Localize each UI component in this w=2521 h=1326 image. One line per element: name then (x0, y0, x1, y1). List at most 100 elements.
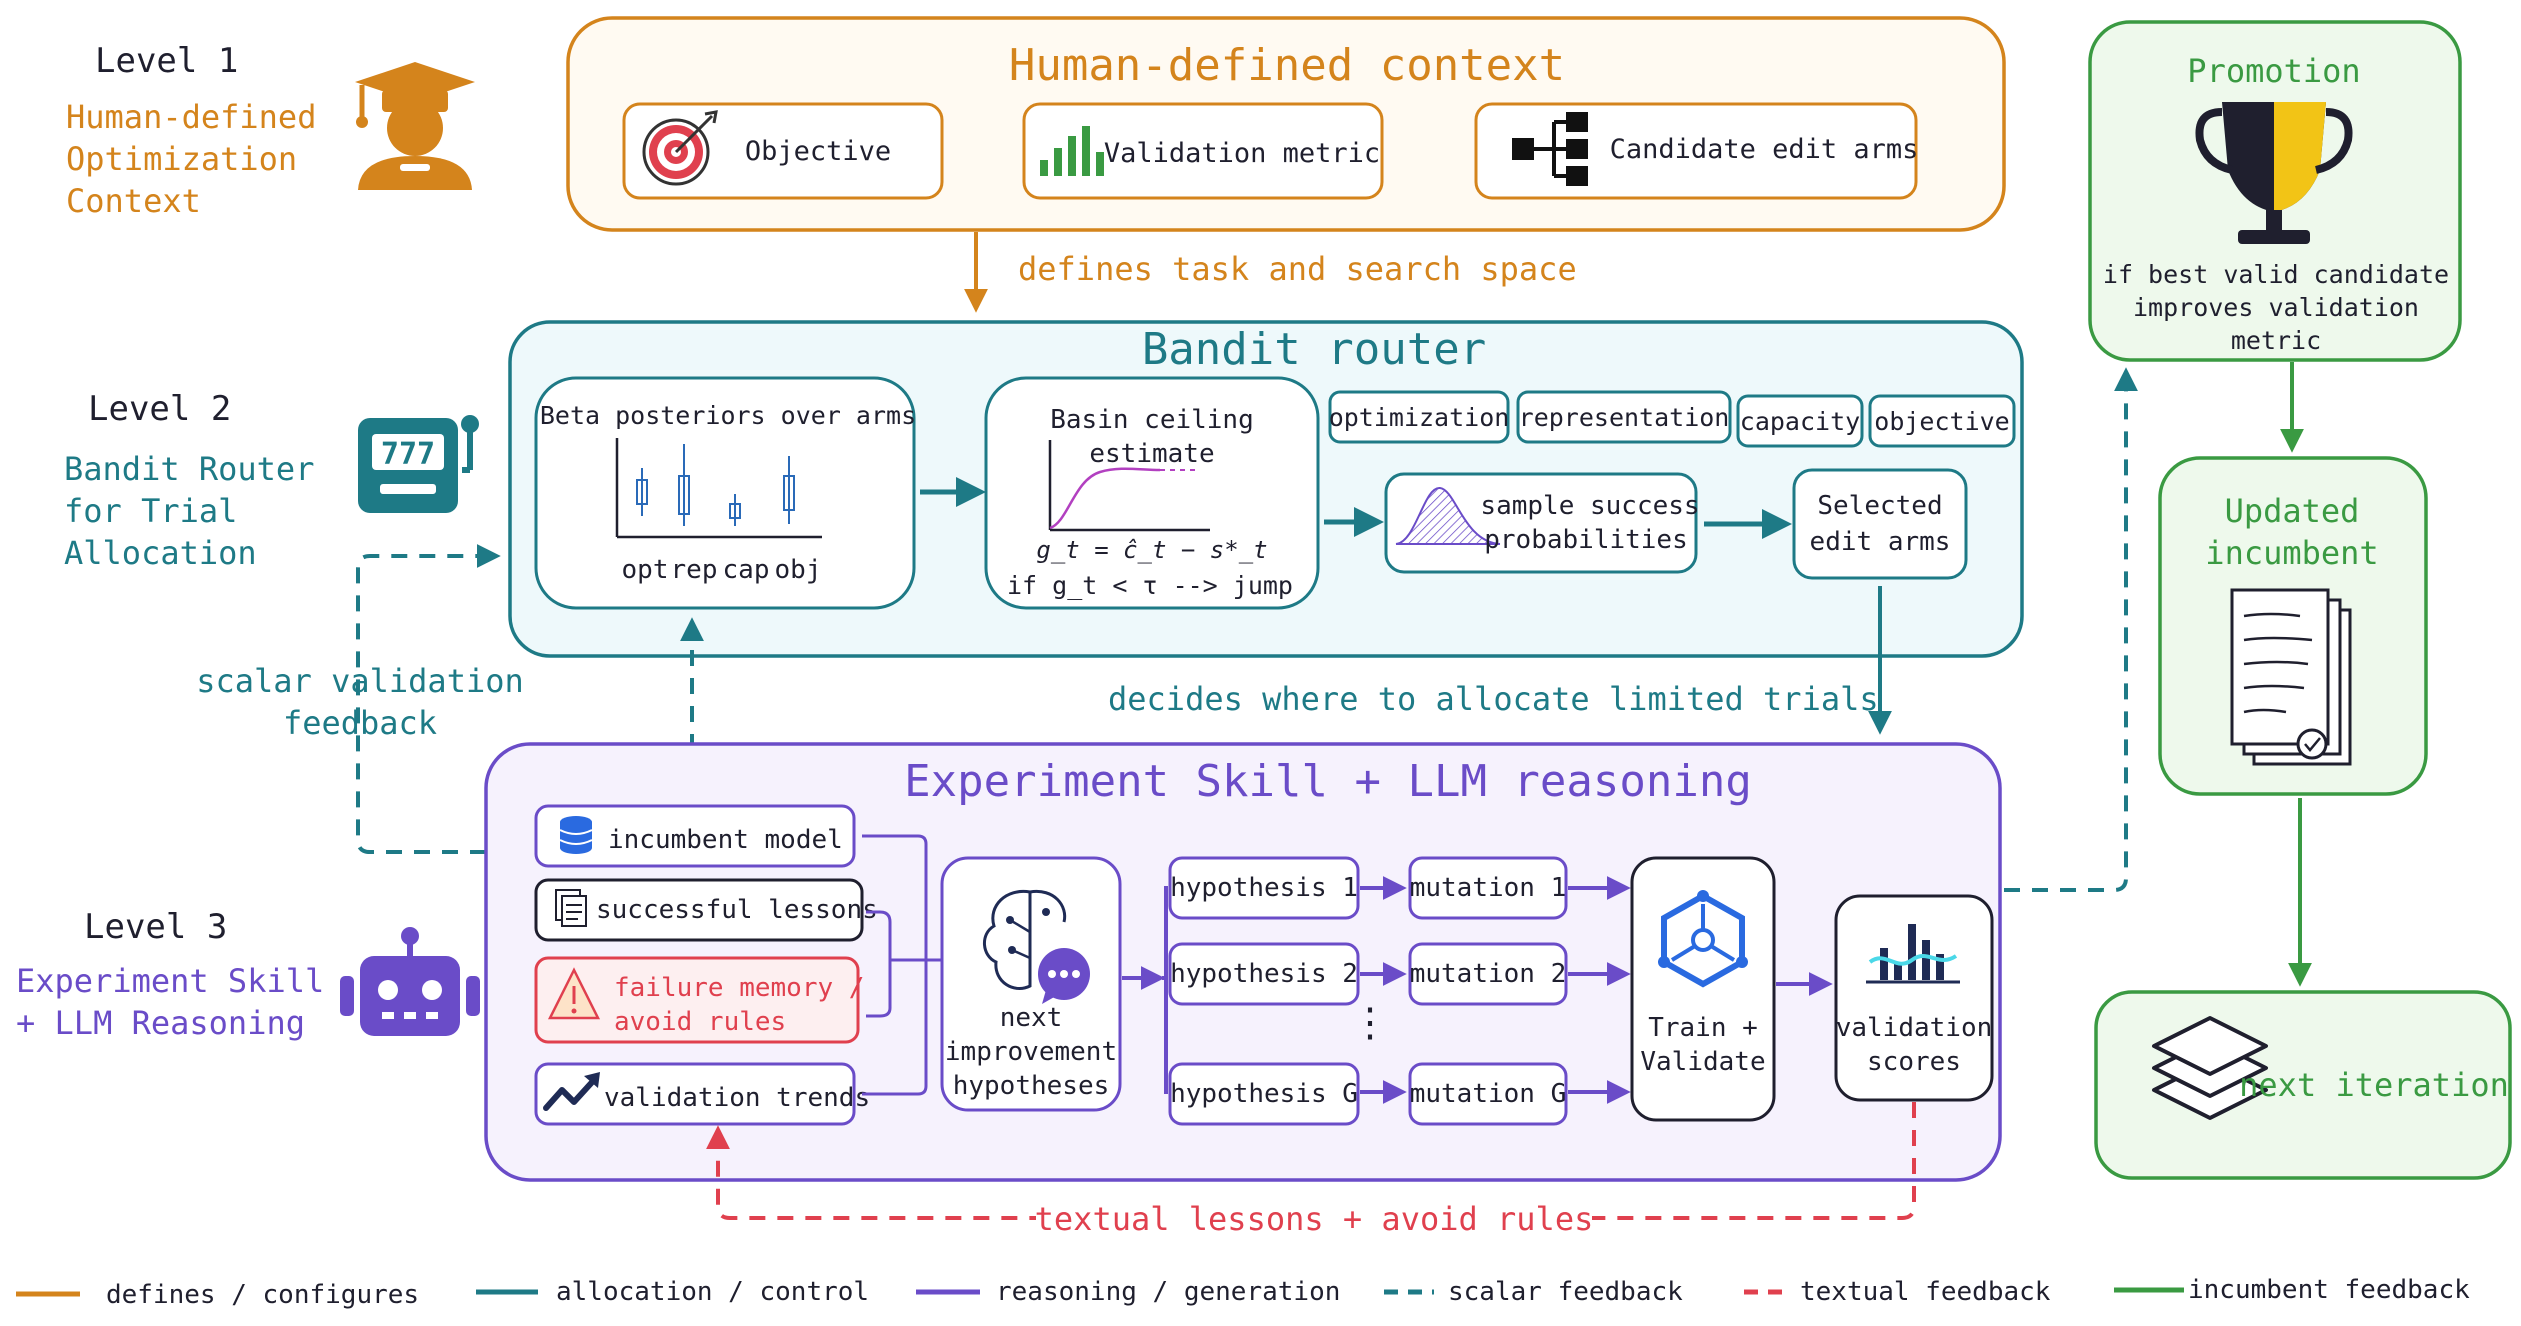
next-iteration-card: next iteration (2094, 990, 2512, 1180)
basin-title-line-2: estimate (1089, 439, 1214, 469)
level-1-desc-line-3: Context (66, 182, 201, 220)
arm-tag-objective (1868, 394, 2016, 448)
hypothesis-box (1168, 942, 1360, 1006)
legend-item-scalar: scalar feedback (1384, 1277, 1683, 1307)
context-item-label: Validation metric (1104, 138, 1380, 169)
selected-edit-arms-card: Selected edit arms (1792, 468, 1968, 580)
level-1-label: Level 1 Human-defined Optimization Conte… (66, 41, 316, 220)
level-1-title: Level 1 (95, 41, 238, 81)
hypothesis-ellipsis: ⋮ (1350, 1000, 1390, 1046)
hypothesis-row-1: hypothesis 1 mutation 1 (1168, 856, 1631, 920)
hypothesis-label: hypothesis 1 (1170, 873, 1358, 903)
trophy-icon (2195, 102, 2353, 244)
incumbent-title-line-1: Updated (2225, 492, 2360, 530)
scalar-feedback-line-2: feedback (283, 704, 437, 742)
hypothesis-label: hypothesis 2 (1170, 959, 1358, 989)
promotion-desc-line-1: if best valid candidate (2103, 260, 2449, 289)
textual-feedback-label: textual lessons + avoid rules (1035, 1200, 1594, 1238)
level-2-label: Level 2 Bandit Router for Trial Allocati… (64, 389, 314, 572)
scores-line-2: scores (1867, 1047, 1961, 1077)
arm-tag-representation (1516, 390, 1732, 444)
mutation-box (1408, 1062, 1568, 1126)
train-line-1: Train + (1648, 1013, 1758, 1043)
score-chart-icon (1866, 924, 1960, 984)
input-label: validation trends (604, 1083, 870, 1113)
network-hexagon-icon (1658, 890, 1748, 988)
trend-up-icon (543, 1072, 600, 1111)
sample-success-line-2: probabilities (1484, 525, 1688, 555)
legend-label: incumbent feedback (2188, 1275, 2470, 1305)
beta-posteriors-card: Beta posteriors over arms opt rep cap ob… (534, 376, 916, 610)
legend-item-textual: textual feedback (1744, 1277, 2051, 1307)
mutation-box (1408, 856, 1568, 920)
level-2-desc-line-1: Bandit Router (64, 450, 314, 488)
arm-tag-label: optimization (1329, 403, 1510, 432)
selected-line-2: edit arms (1810, 527, 1951, 557)
slot-machine-icon: 777 (358, 415, 479, 513)
level-3-desc-line-1: Experiment Skill (16, 962, 324, 1000)
beta-axis-label: rep (671, 555, 718, 585)
level-2-desc-line-3: Allocation (64, 534, 257, 572)
level-1-desc-line-1: Human-defined (66, 98, 316, 136)
hypotheses-branch (1122, 886, 1168, 1094)
level-1-desc-line-2: Optimization (66, 140, 297, 178)
router-title: Bandit router (1142, 324, 1486, 375)
incumbent-card: Updated incumbent (2158, 456, 2428, 796)
scalar-feedback-line-1: scalar validation (196, 662, 524, 700)
hypothesis-box (1168, 856, 1360, 920)
promotion-card: Promotion if best valid candidate improv… (2088, 20, 2462, 362)
graduate-icon (355, 62, 475, 190)
hypotheses-node: next improvement hypotheses (940, 856, 1122, 1112)
incumbent-title-line-2: incumbent (2205, 534, 2378, 572)
beta-axis-label: cap (723, 555, 770, 585)
layers-icon (2152, 1016, 2268, 1120)
hypothesis-label: hypothesis G (1170, 1079, 1358, 1109)
legend-label: scalar feedback (1448, 1277, 1683, 1307)
legend-label: textual feedback (1800, 1277, 2051, 1307)
arm-tag-optimization (1328, 390, 1510, 444)
arm-tag-label: capacity (1740, 407, 1860, 436)
arm-tag-label: representation (1519, 403, 1730, 432)
level-2-desc-line-2: for Trial (64, 492, 237, 530)
sample-success-card: sample success probabilities (1384, 472, 1700, 574)
warning-icon (547, 967, 601, 1020)
context-title: Human-defined context (1009, 40, 1565, 91)
input-label: failure memory / (614, 973, 864, 1003)
arm-tags: optimization representation capacity obj… (1328, 390, 2016, 448)
legend: defines / configures allocation / contro… (16, 1275, 2470, 1310)
basin-ceiling-card: Basin ceiling estimate g_t = ĉ_t − s*_t … (984, 376, 1320, 610)
legend-item-reasoning: reasoning / generation (916, 1277, 1340, 1307)
beta-posteriors-title: Beta posteriors over arms (540, 401, 916, 430)
mutation-label: mutation 2 (1410, 959, 1567, 989)
input-label: successful lessons (596, 895, 878, 925)
input-label-line-2: avoid rules (614, 1007, 786, 1037)
database-icon (559, 816, 593, 854)
basin-title-line-1: Basin ceiling (1050, 405, 1254, 435)
mutation-label: mutation G (1410, 1079, 1567, 1109)
hypotheses-node-line-2: improvement (945, 1037, 1117, 1067)
scores-line-1: validation (1836, 1013, 1993, 1043)
legend-item-allocation: allocation / control (476, 1277, 869, 1307)
level-2-title: Level 2 (88, 389, 231, 429)
hierarchy-icon (1512, 112, 1588, 186)
bar-chart-icon (1040, 126, 1104, 176)
documents-icon (555, 889, 587, 927)
target-icon (642, 110, 718, 186)
input-successful-lessons: successful lessons (534, 878, 878, 942)
input-failure-memory: failure memory / avoid rules (534, 956, 864, 1044)
beta-axis-label: opt (622, 555, 669, 585)
next-iteration-label: next iteration (2239, 1066, 2509, 1104)
input-incumbent-model: incumbent model (534, 804, 856, 868)
robot-icon (340, 927, 480, 1036)
hypotheses-node-line-1: next (1000, 1003, 1063, 1033)
level-3-title: Level 3 (84, 907, 227, 947)
sample-success-line-1: sample success (1480, 491, 1699, 521)
promotion-title: Promotion (2187, 52, 2360, 90)
hypothesis-row-2: hypothesis 2 mutation 2 (1168, 942, 1631, 1006)
legend-label: allocation / control (556, 1277, 869, 1307)
beta-mini-boxplot (615, 438, 822, 539)
context-item-objective: Objective (622, 102, 944, 200)
experiment-title: Experiment Skill + LLM reasoning (904, 756, 1752, 807)
scalar-feedback-loop-left (356, 544, 501, 854)
